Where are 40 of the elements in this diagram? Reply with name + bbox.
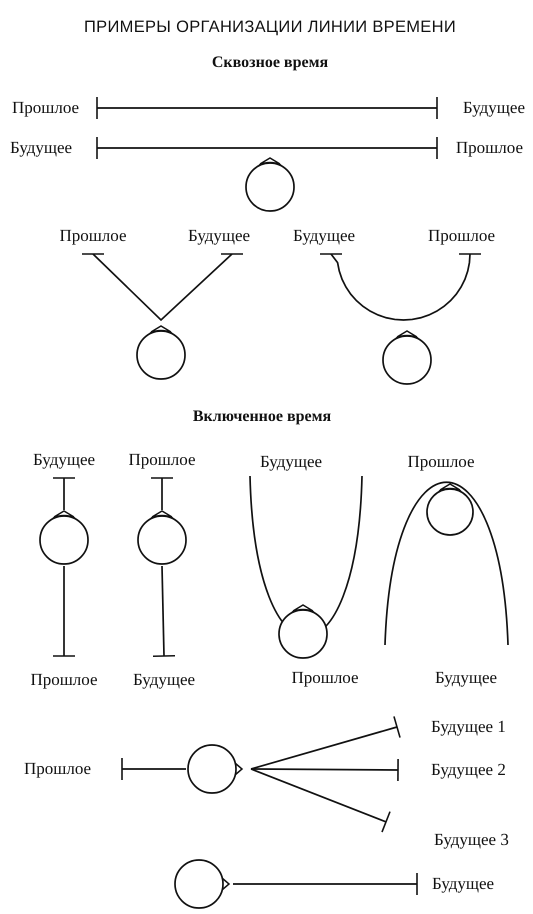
time-label: Прошлое <box>59 226 127 246</box>
time-label: Будущее <box>293 226 356 246</box>
head-icon <box>136 510 188 566</box>
timeline <box>250 768 391 833</box>
time-label: Прошлое <box>291 668 359 688</box>
time-label: Будущее 2 <box>431 760 506 780</box>
time-label: Прошлое <box>12 98 80 118</box>
timeline <box>319 253 482 321</box>
section-heading: Сквозное время <box>212 53 328 73</box>
time-label: Прошлое <box>428 226 496 246</box>
time-label: Будущее <box>188 226 250 246</box>
timeline <box>81 253 244 322</box>
timeline <box>251 758 399 782</box>
time-label: Будущее <box>462 98 525 118</box>
time-label: Будущее 3 <box>434 830 509 850</box>
timeline <box>233 872 418 896</box>
time-label: Прошлое <box>30 670 98 690</box>
time-label: Будущее <box>434 668 498 688</box>
time-label: Прошлое <box>24 759 92 779</box>
timeline <box>152 566 176 658</box>
title: ПРИМЕРЫ ОРГАНИЗАЦИИ ЛИНИИ ВРЕМЕНИ <box>84 17 456 37</box>
time-label: Будущее <box>32 450 96 470</box>
timeline <box>96 96 438 120</box>
time-label: Прошлое <box>456 138 523 158</box>
timeline <box>96 136 438 160</box>
timeline <box>150 477 174 510</box>
section-heading: Включенное время <box>192 407 332 427</box>
timeline <box>250 716 401 770</box>
timeline <box>121 757 186 781</box>
time-label: Будущее 1 <box>431 717 506 737</box>
time-label: Будущее <box>260 452 322 472</box>
time-label: Будущее <box>432 874 494 894</box>
time-label: Прошлое <box>128 450 196 470</box>
head-icon <box>38 510 90 566</box>
head-icon <box>173 858 233 910</box>
time-label: Будущее <box>10 138 72 158</box>
timeline <box>52 477 76 510</box>
time-label: Прошлое <box>407 452 475 472</box>
timeline <box>52 566 76 657</box>
time-label: Будущее <box>132 670 196 690</box>
